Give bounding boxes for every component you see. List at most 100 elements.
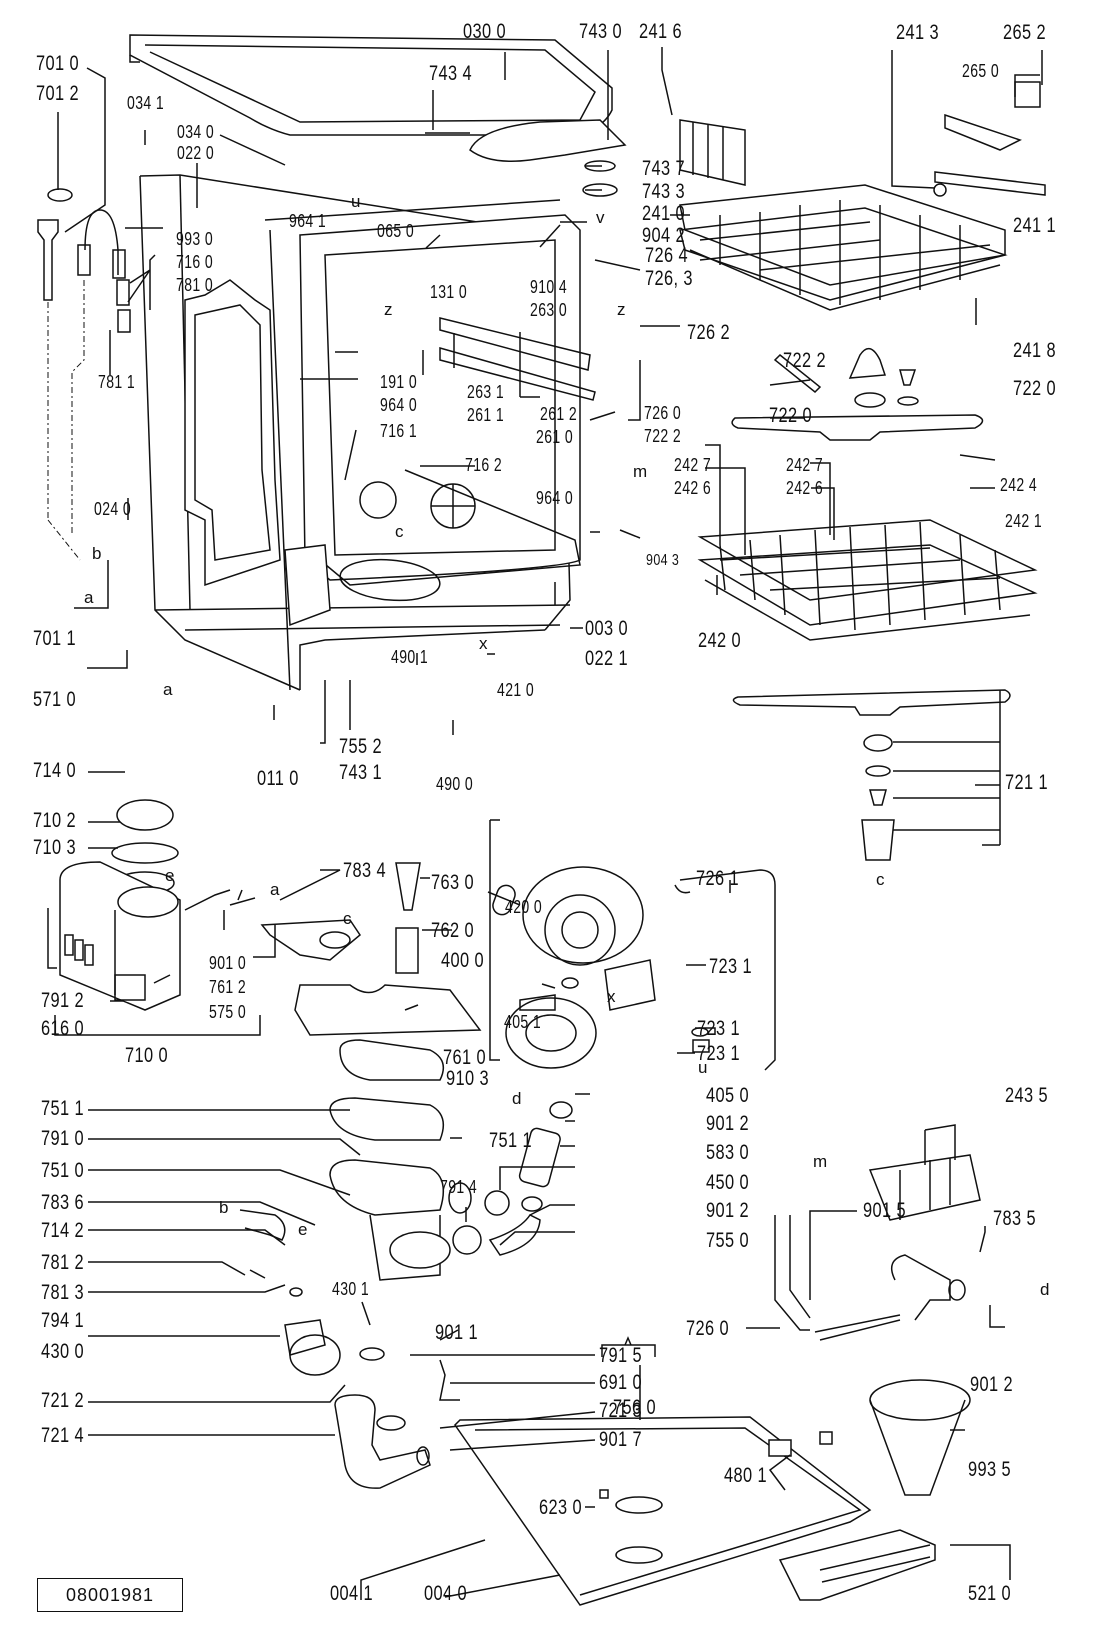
part-label: 521 0: [968, 1582, 1011, 1605]
reference-letter: e: [165, 866, 175, 885]
reference-letter: x: [479, 634, 488, 653]
part-label: 901 1: [435, 1321, 478, 1344]
document-number: 08001981: [65, 1584, 155, 1605]
reference-letter: x: [607, 987, 616, 1006]
part-label: 714 0: [33, 759, 76, 782]
part-label: 490 1: [391, 647, 429, 667]
part-label: 261 1: [467, 405, 505, 425]
filter-assembly-part: [260, 862, 482, 1281]
reference-letter: u: [351, 192, 361, 211]
part-label: 901 2: [706, 1112, 749, 1135]
part-label: 701 0: [36, 52, 79, 75]
part-label: 263 0: [530, 300, 568, 320]
part-label: 716 1: [380, 421, 418, 441]
part-label: 723 1: [697, 1017, 740, 1040]
part-label: 405 1: [504, 1012, 542, 1032]
part-label: 901 7: [599, 1428, 642, 1451]
part-label: 024 0: [94, 499, 132, 519]
part-label: 003 0: [585, 617, 628, 640]
part-label: 721 4: [41, 1424, 84, 1447]
part-label: 743 3: [642, 180, 685, 203]
part-label: 263 1: [467, 382, 505, 402]
part-label: 242 7: [674, 455, 712, 475]
part-label: 241 3: [896, 21, 939, 44]
reference-letter: v: [596, 208, 605, 227]
part-label: 490 0: [436, 774, 474, 794]
part-label: 714 2: [41, 1219, 84, 1242]
part-label: 242 0: [698, 629, 741, 652]
part-label: 480 1: [724, 1464, 767, 1487]
part-label: 022 0: [177, 143, 215, 163]
part-label: 751 0: [41, 1159, 84, 1182]
salt-container-part: [54, 799, 261, 1036]
part-label: 783 4: [343, 859, 386, 882]
base-plate-part: [454, 1336, 872, 1606]
part-label: 783 6: [41, 1191, 84, 1214]
part-label: 726 4: [645, 244, 688, 267]
cabinet-frame-part: [139, 174, 596, 691]
part-label: 993 0: [176, 229, 214, 249]
reference-letter: a: [84, 588, 94, 607]
part-label: 783 5: [993, 1207, 1036, 1230]
part-label: 751 1: [489, 1129, 532, 1152]
part-label: 405 0: [706, 1084, 749, 1107]
part-label: 243 5: [1005, 1084, 1048, 1107]
part-label: 756 0: [613, 1396, 656, 1419]
reference-letter: b: [219, 1198, 229, 1217]
reference-letter: c: [876, 870, 885, 889]
part-label: 761 2: [209, 977, 247, 997]
reference-letter: z: [384, 300, 393, 319]
part-label: 022 1: [585, 647, 628, 670]
part-label: 726 2: [687, 321, 730, 344]
part-label: 901 5: [863, 1199, 906, 1222]
part-label: 904 2: [642, 224, 685, 247]
part-label: 721 1: [1005, 771, 1048, 794]
part-label: 571 0: [33, 688, 76, 711]
part-label: 726 1: [696, 867, 739, 890]
part-label: 755 0: [706, 1229, 749, 1252]
part-label: 901 2: [706, 1199, 749, 1222]
part-label: 964 1: [289, 211, 327, 231]
part-label: 716 0: [176, 252, 214, 272]
part-label: 751 1: [41, 1097, 84, 1120]
part-label: 763 0: [431, 871, 474, 894]
motor-part: [489, 819, 656, 1069]
part-label: 034 0: [177, 122, 215, 142]
part-label: 722 2: [644, 426, 682, 446]
part-label: 722 0: [769, 404, 812, 427]
part-label: 794 1: [41, 1309, 84, 1332]
reference-letter: a: [163, 680, 173, 699]
part-label: 242 7: [786, 455, 824, 475]
drain-pump-part: [239, 1209, 460, 1489]
part-label: 781 2: [41, 1251, 84, 1274]
reference-letter: b: [92, 544, 102, 563]
part-label: 710 3: [33, 836, 76, 859]
document-number-box: 08001981: [37, 1578, 183, 1612]
part-label: 762 0: [431, 919, 474, 942]
part-label: 011 0: [257, 767, 299, 790]
part-label: 726 0: [644, 403, 682, 423]
part-label: 575 0: [209, 1002, 247, 1022]
reference-letter: d: [1040, 1280, 1050, 1299]
part-label: 910 3: [446, 1067, 489, 1090]
part-label: 726, 3: [645, 267, 693, 290]
part-label: 242 6: [786, 478, 824, 498]
part-label: 901 0: [209, 953, 247, 973]
part-label: 623 0: [539, 1496, 582, 1519]
part-label: 743 4: [429, 62, 472, 85]
part-label: 723 1: [697, 1042, 740, 1065]
part-label: 242 6: [674, 478, 712, 498]
upper-spray-arm-part: [731, 347, 984, 441]
part-label: 400 0: [441, 949, 484, 972]
part-label: 241 0: [642, 202, 685, 225]
reference-letter: m: [813, 1152, 828, 1171]
part-label: 430 1: [332, 1279, 370, 1299]
part-label: 710 0: [125, 1044, 168, 1067]
part-label: 781 0: [176, 275, 214, 295]
part-label: 755 2: [339, 735, 382, 758]
reference-letter: z: [617, 300, 626, 319]
part-label: 964 0: [536, 488, 574, 508]
part-label: 904 3: [646, 552, 680, 569]
part-label: 993 5: [968, 1458, 1011, 1481]
part-label: 421 0: [497, 680, 535, 700]
